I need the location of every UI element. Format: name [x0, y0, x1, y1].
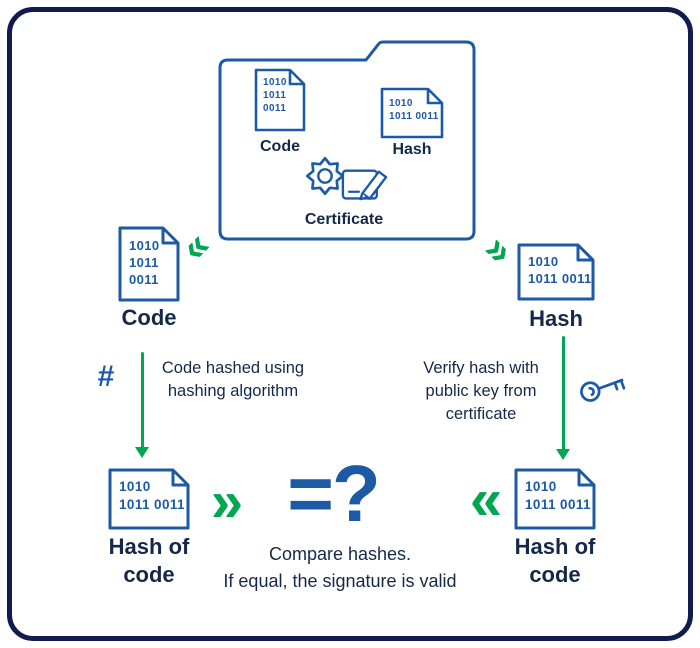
verify-step-text: Verify hash with public key from certifi… [423, 359, 539, 424]
signature-pen-icon [341, 164, 389, 201]
binary-text: 1010 1011 0011 [129, 238, 160, 288]
document-icon [517, 243, 595, 301]
folder-code-label: Code [260, 138, 300, 155]
document-icon [514, 468, 596, 530]
folder-hash-label: Hash [392, 141, 432, 158]
code-label: Code [121, 305, 177, 330]
hash-arrow [134, 352, 150, 458]
hash-label: Hash [529, 306, 583, 331]
verify-arrow [555, 336, 571, 460]
arrow-head [135, 447, 149, 458]
hash-of-code-right-document: 1010 1011 0011 [514, 468, 596, 530]
seal-icon [305, 156, 345, 196]
compare-caption: Compare hashes. If equal, the signature … [223, 544, 457, 591]
folder-icon [218, 40, 476, 241]
document-icon [118, 226, 180, 302]
folder-hash-document: 1010 1011 0011 [380, 87, 444, 139]
binary-text: 1010 1011 0011 [528, 254, 592, 287]
forward-chevrons-icon: » [210, 469, 244, 534]
hashing-step-text: Code hashed using hashing algorithm [161, 359, 305, 401]
hash-document: 1010 1011 0011 [517, 243, 595, 301]
document-icon [108, 468, 190, 530]
diagram-frame [7, 7, 693, 641]
document-icon [380, 87, 444, 139]
document-icon [254, 68, 306, 132]
binary-text: 1010 1011 0011 [525, 479, 591, 512]
certificate-label: Certificate [304, 211, 384, 228]
hash-of-code-left-document: 1010 1011 0011 [108, 468, 190, 530]
backward-chevrons-icon: « [469, 467, 503, 532]
hash-of-code-left-label: Hash of code [108, 534, 190, 588]
arrow-head [556, 449, 570, 460]
arrow-shaft [561, 336, 565, 455]
binary-text: 1010 1011 0011 [389, 98, 439, 123]
code-document: 1010 1011 0011 [118, 226, 180, 302]
hash-of-code-right-label: Hash of code [514, 534, 596, 588]
hash-symbol: # [97, 360, 115, 393]
certificate-bundle-folder [216, 40, 480, 243]
binary-text: 1010 1011 0011 [119, 479, 185, 512]
arrow-shaft [140, 352, 144, 453]
folder-code-document: 1010 1011 0011 [254, 68, 306, 132]
key-icon [577, 364, 629, 410]
equals-question: =? [287, 449, 381, 538]
binary-text: 1010 1011 0011 [263, 77, 287, 115]
